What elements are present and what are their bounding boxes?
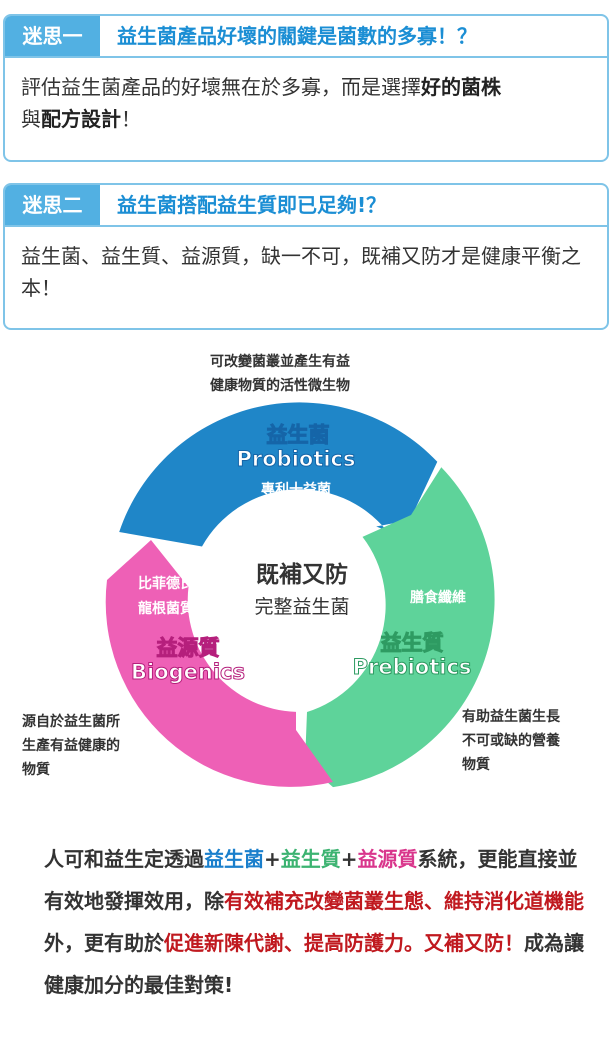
myth-1-connector: 與	[21, 107, 41, 131]
myth-1-bold-formula: 配方設計	[41, 107, 121, 131]
right-note-line-3: 物質	[462, 757, 490, 773]
closing-highlight-1: 有效補充改變菌叢生態、維持消化道機能	[224, 889, 584, 913]
closing-biogenics: 益源質	[357, 847, 418, 871]
myth-1-text: 評估益生菌產品的好壞無在於多寡，而是選擇	[21, 75, 421, 99]
left-note-line-1: 源自於益生菌所	[22, 714, 120, 730]
left-note-line-2: 生產有益健康的	[22, 738, 120, 754]
closing-prebiotics: 益生質	[280, 847, 341, 871]
biogenics-en-label: Biogenics	[131, 660, 245, 684]
myth-2-title: 益生菌搭配益生質即已足夠!？	[117, 193, 387, 217]
myth-2-tag: 迷思二	[5, 185, 100, 225]
myth-1-tag: 迷思一	[5, 16, 100, 56]
myth-1-header: 迷思一 益生菌產品好壞的關鍵是菌數的多寡！？	[5, 16, 607, 58]
center-subtitle: 完整益生菌	[254, 596, 349, 618]
prebiotics-segment	[305, 467, 495, 788]
biogenics-segment	[105, 540, 333, 787]
prebiotics-zh-label: 益生質	[381, 631, 444, 655]
myth-2-body: 益生菌、益生質、益源質，缺一不可，既補又防才是健康平衡之本！	[21, 244, 581, 300]
closing-plus-2: +	[340, 847, 358, 871]
biogenics-detail-line-2: 龍根菌質	[138, 600, 194, 617]
biogenics-detail-line-1: 比菲德氏	[138, 575, 194, 592]
myth-2-header: 迷思二 益生菌搭配益生質即已足夠!？	[5, 185, 607, 227]
closing-highlight-2: 促進新陳代謝、提高防護力。又補又防！	[164, 931, 524, 955]
top-note: 可改變菌叢並產生有益 健康物質的活性微生物	[210, 350, 350, 398]
right-note-line-2: 不可或缺的營養	[462, 733, 560, 749]
closing-probiotics: 益生菌	[204, 847, 264, 871]
probiotics-detail: 專利十益菌	[261, 481, 331, 498]
probiotics-segment	[119, 402, 438, 547]
biogenics-zh-label: 益源質	[157, 636, 220, 660]
myth-1-body: 評估益生菌產品的好壞無在於多寡，而是選擇好的菌株與配方設計！	[5, 58, 607, 135]
top-note-line-2: 健康物質的活性微生物	[210, 378, 350, 394]
myth-1-bold-strain: 好的菌株	[421, 75, 501, 99]
myth-1-card: 迷思一 益生菌產品好壞的關鍵是菌數的多寡！？ 評估益生菌產品的好壞無在於多寡，而…	[3, 14, 609, 162]
closing-text-1: 人可和益生定透過	[44, 847, 204, 871]
probiotics-en-label: Probiotics	[236, 447, 355, 471]
myth-2-card: 迷思二 益生菌搭配益生質即已足夠!？ 益生菌、益生質、益源質，缺一不可，既補又防…	[3, 183, 609, 330]
left-note: 源自於益生菌所 生產有益健康的 物質	[22, 710, 120, 782]
prebiotics-detail: 膳食纖維	[410, 589, 466, 606]
top-note-line-1: 可改變菌叢並產生有益	[210, 354, 350, 370]
prebiotics-en-label: Prebiotics	[353, 655, 472, 679]
cycle-ring: 益生菌 Probiotics 專利十益菌 膳食纖維 益生質 Prebiotics…	[105, 402, 495, 788]
closing-paragraph: 人可和益生定透過益生菌+益生質+益源質系統，更能直接並有效地發揮效用，除有效補充…	[44, 838, 584, 1006]
closing-text-3: 外，更有助於	[44, 931, 164, 955]
myth-1-end: ！	[121, 107, 141, 131]
closing-text-2: 系統，更能直接並有效地發揮效用，除	[44, 847, 578, 913]
myth-1-title: 益生菌產品好壞的關鍵是菌數的多寡！？	[117, 24, 477, 48]
center-title: 既補又防	[256, 561, 348, 588]
closing-text-4: 成為讓健康加分的最佳對策!	[44, 931, 584, 997]
left-note-line-3: 物質	[22, 762, 50, 778]
probiotics-zh-label: 益生菌	[267, 423, 330, 447]
three-part-cycle-diagram: 可改變菌叢並產生有益 健康物質的活性微生物 源自於益生菌所 生產有益健康的 物質…	[0, 345, 613, 805]
right-note: 有助益生菌生長 不可或缺的營養 物質	[462, 705, 560, 777]
closing-plus-1: +	[264, 847, 281, 871]
right-note-line-1: 有助益生菌生長	[462, 709, 560, 725]
